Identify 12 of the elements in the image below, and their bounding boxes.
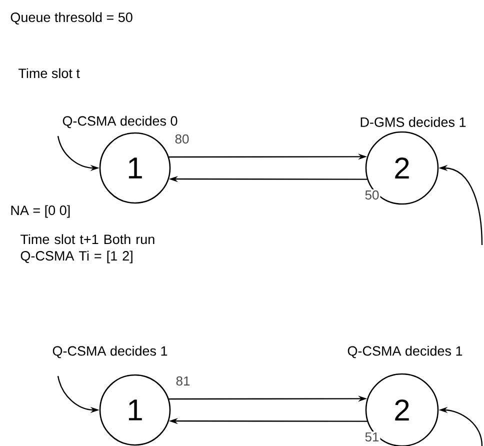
node-heading: Q-CSMA decides 0: [62, 116, 178, 128]
node-heading: Q-CSMA decides 1: [348, 346, 462, 358]
node-heading: D-GMS decides 1: [360, 117, 466, 127]
note-text: Time slot t+1 Both run Q-CSMA Ti = [1 2]: [20, 234, 154, 264]
note-text: Queue thresold = 50: [10, 12, 132, 25]
note-text: Time slot t: [18, 68, 80, 78]
edge-label: 81: [174, 375, 192, 387]
edge-label: 51: [364, 431, 380, 443]
edge-label: 50: [364, 189, 380, 201]
edge-label: 80: [174, 133, 190, 145]
note-text: NA = [0 0]: [11, 205, 70, 218]
node-heading: Q-CSMA decides 1: [52, 346, 168, 358]
